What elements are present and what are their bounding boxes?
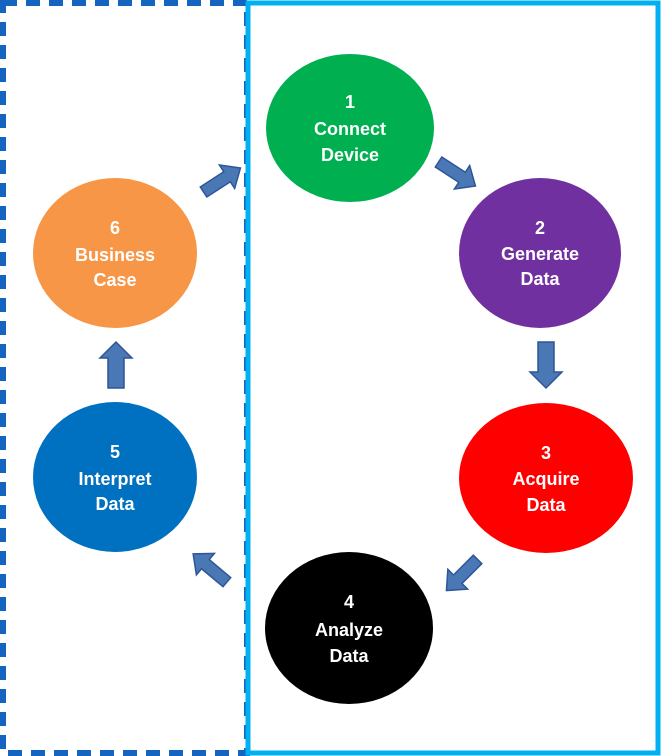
node-connect-device-line2: Device [321,145,379,165]
arrow-connect-to-generate [434,155,477,190]
node-connect-device-line1: Connect [314,119,386,139]
node-business-case-line2: Case [93,270,136,290]
node-analyze-data-shape [265,552,433,704]
node-interpret-data: 5 Interpret Data [33,402,197,552]
node-acquire-data-shape [459,403,633,553]
arrow-interpret-to-business [98,340,134,389]
node-interpret-data-line2: Data [95,494,135,514]
node-business-case-shape [33,178,197,328]
node-business-case: 6 Business Case [33,178,197,328]
node-business-case-line1: Business [75,245,155,265]
node-analyze-data-number: 4 [344,592,354,612]
node-generate-data-line1: Generate [501,244,579,264]
arrow-analyze-to-interpret [192,552,232,588]
node-interpret-data-line1: Interpret [78,469,151,489]
node-acquire-data: 3 Acquire Data [459,403,633,553]
node-business-case-number: 6 [110,218,120,238]
node-analyze-data-line1: Analyze [315,620,383,640]
node-generate-data-number: 2 [535,218,545,238]
node-connect-device-number: 1 [345,92,355,112]
arrow-acquire-to-analyze [445,554,483,592]
node-acquire-data-number: 3 [541,443,551,463]
right-solid-region [245,0,661,756]
node-analyze-data-line2: Data [329,646,369,666]
node-connect-device-shape [266,54,434,202]
node-analyze-data: 4 Analyze Data [265,552,433,704]
node-acquire-data-line2: Data [526,495,566,515]
arrow-generate-to-acquire [528,341,564,390]
left-dashed-region [0,0,250,756]
node-acquire-data-line1: Acquire [512,469,579,489]
arrow-business-to-connect [199,164,242,199]
node-generate-data-shape [459,178,621,328]
node-generate-data-line2: Data [520,269,560,289]
node-interpret-data-shape [33,402,197,552]
node-connect-device: 1 Connect Device [266,54,434,202]
node-generate-data: 2 Generate Data [459,178,621,328]
node-interpret-data-number: 5 [110,442,120,462]
